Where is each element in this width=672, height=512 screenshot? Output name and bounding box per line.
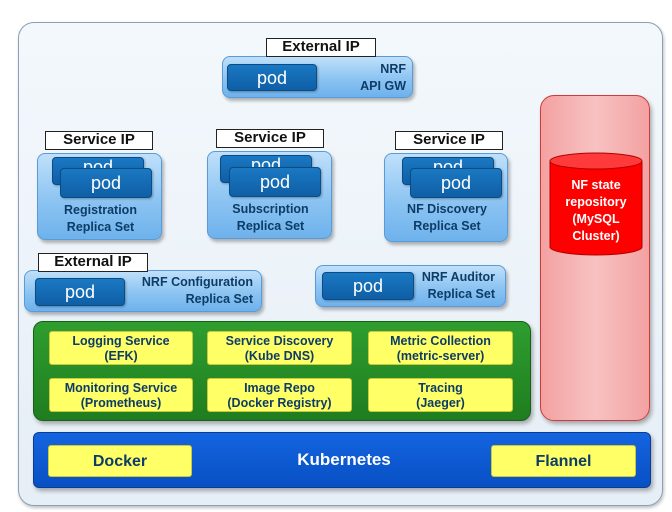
- docker-box: Docker: [48, 445, 192, 477]
- pod-block: pod: [227, 64, 317, 91]
- nf-discovery-label: NF Discovery Replica Set: [407, 202, 487, 233]
- platform-services-panel: Logging Service(EFK) Service Discovery(K…: [33, 321, 531, 421]
- nf-state-repository-panel: NF state repository (MySQL Cluster): [540, 95, 650, 421]
- nrf-auditor-label: NRF Auditor Replica Set: [421, 270, 495, 301]
- metric-collection-box: Metric Collection(metric-server): [368, 331, 513, 365]
- external-ip-label-configuration: External IP: [38, 253, 148, 272]
- pod-block: pod: [410, 168, 502, 198]
- registration-replica-set: pod pod Registration Replica Set: [37, 153, 162, 240]
- external-ip-label-gw: External IP: [266, 38, 376, 57]
- logging-service-box: Logging Service(EFK): [49, 331, 193, 365]
- service-ip-label-discovery: Service IP: [395, 131, 503, 150]
- tracing-box: Tracing(Jaeger): [368, 378, 513, 412]
- monitoring-service-box: Monitoring Service(Prometheus): [49, 378, 193, 412]
- database-cylinder-icon: [549, 152, 643, 256]
- kubernetes-label: Kubernetes: [297, 450, 391, 469]
- registration-label: Registration Replica Set: [64, 203, 137, 234]
- subscription-label: Subscription Replica Set: [232, 202, 309, 233]
- pod-block: pod: [35, 278, 125, 306]
- pod-block: pod: [229, 167, 321, 197]
- service-discovery-box: Service Discovery(Kube DNS): [207, 331, 352, 365]
- nrf-configuration-replica-set: pod NRF Configuration Replica Set: [24, 270, 262, 312]
- service-ip-label-subscription: Service IP: [216, 129, 324, 148]
- nf-discovery-replica-set: pod pod NF Discovery Replica Set: [384, 153, 508, 242]
- flannel-box: Flannel: [491, 445, 636, 477]
- pod-block: pod: [322, 272, 414, 300]
- nrf-api-gw-label: NRF API GW: [360, 62, 406, 93]
- nrf-configuration-label: NRF Configuration Replica Set: [141, 275, 253, 306]
- nrf-auditor-replica-set: pod NRF Auditor Replica Set: [315, 265, 506, 307]
- subscription-replica-set: pod pod Subscription Replica Set: [207, 151, 332, 239]
- nrf-api-gw-box: pod NRF API GW: [222, 56, 413, 98]
- kubernetes-bar: Docker Kubernetes Flannel: [33, 432, 651, 488]
- nf-state-repository-label: NF state repository (MySQL Cluster): [565, 178, 627, 243]
- service-ip-label-registration: Service IP: [45, 131, 153, 150]
- pod-block: pod: [60, 168, 152, 198]
- image-repo-box: Image Repo(Docker Registry): [207, 378, 352, 412]
